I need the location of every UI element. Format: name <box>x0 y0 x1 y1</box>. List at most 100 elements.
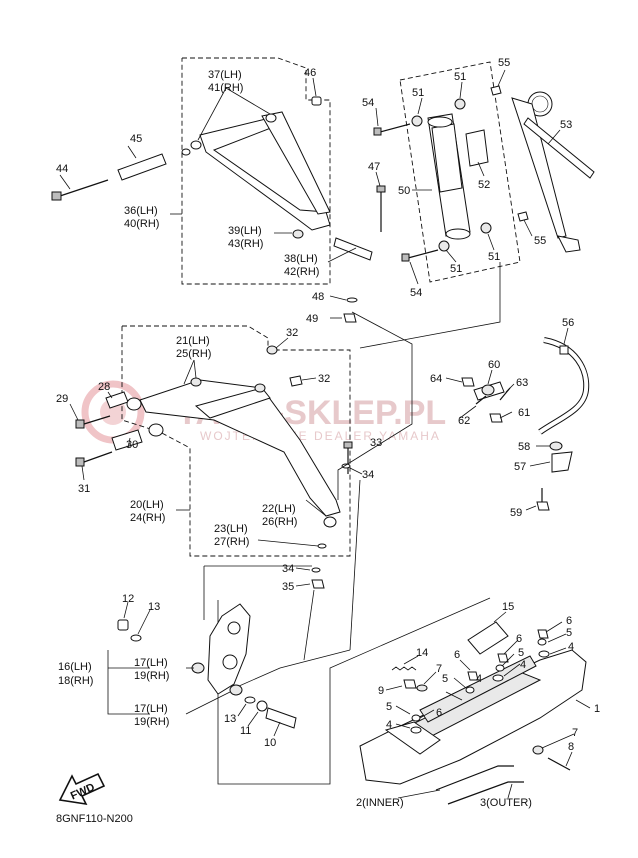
callout-53: 53 <box>560 119 572 131</box>
spindle-hole-lower <box>222 654 238 670</box>
washer-4-center <box>492 674 504 682</box>
callout-29: 29 <box>56 393 68 405</box>
nut-32-lower <box>289 375 303 387</box>
callout-10: 10 <box>264 737 276 749</box>
nut-55-bottom <box>517 211 529 222</box>
callout-48: 48 <box>312 291 324 303</box>
bolt-8 <box>547 757 571 771</box>
shock-label-52 <box>465 129 489 167</box>
nut-64 <box>461 377 475 387</box>
callout-6a: 6 <box>454 649 460 661</box>
callout-41: 41(RH) <box>208 82 243 94</box>
bushing-51-top-left <box>411 115 423 127</box>
callout-4c: 4 <box>568 641 574 653</box>
reference-lines <box>203 262 501 785</box>
bushing-17-lower <box>229 684 243 696</box>
callout-8: 8 <box>568 741 574 753</box>
callout-63: 63 <box>516 377 528 389</box>
bushing-51-bottom-right <box>480 222 492 234</box>
washer-4-right <box>538 650 550 658</box>
nut-6-left <box>467 671 479 681</box>
shock-group <box>373 61 533 285</box>
collar-32-upper <box>266 345 278 355</box>
callout-51b: 51 <box>454 71 466 83</box>
callout-3: 3(OUTER) <box>480 797 532 809</box>
bushing-51-bottom-left <box>438 240 450 252</box>
diagram-code: 8GNF110-N200 <box>56 813 133 825</box>
wear-bar-2-inner <box>435 765 514 791</box>
bushing-41 <box>265 113 277 123</box>
fwd-arrow: FWD <box>58 772 106 806</box>
bolt-47-head <box>376 185 386 193</box>
callout-4a: 4 <box>476 673 482 685</box>
callout-55b: 55 <box>534 235 546 247</box>
callout-51c: 51 <box>450 263 462 275</box>
callout-42: 42(RH) <box>284 266 319 278</box>
bolt-54-top <box>379 123 411 133</box>
washer-5-left <box>465 686 475 694</box>
bushing-21 <box>190 377 202 387</box>
circlip-23 <box>317 543 327 549</box>
ski-group <box>359 611 591 805</box>
callout-12: 12 <box>122 593 134 605</box>
callout-55a: 55 <box>498 57 510 69</box>
wear-bar-3-outer <box>447 781 524 805</box>
bushing-25 <box>254 383 266 393</box>
callout-37: 37(LH) <box>208 69 242 81</box>
bushing-12 <box>117 619 129 631</box>
upper-a-arm-rear-leg <box>261 111 331 215</box>
callout-25: 25(RH) <box>176 348 211 360</box>
callout-6c: 6 <box>566 615 572 627</box>
ball-joint-22 <box>323 516 337 528</box>
nut-6-center <box>497 653 509 663</box>
bolt-31 <box>83 451 113 463</box>
link-end-60 <box>481 384 495 396</box>
callout-59: 59 <box>510 507 522 519</box>
callout-5a: 5 <box>442 673 448 685</box>
callout-47: 47 <box>368 161 380 173</box>
callout-49: 49 <box>306 313 318 325</box>
callout-5d: 5 <box>386 701 392 713</box>
bolt-29-head <box>75 419 85 429</box>
collar-46 <box>311 96 322 106</box>
callout-35: 35 <box>282 581 294 593</box>
bolt-62 <box>475 395 487 405</box>
callout-7a: 7 <box>436 663 442 675</box>
callout-34a: 34 <box>362 469 374 481</box>
callout-58: 58 <box>518 441 530 453</box>
callout-20: 20(LH) <box>130 499 164 511</box>
callout-13b: 13 <box>224 713 236 725</box>
callout-9: 9 <box>378 685 384 697</box>
bolt-44-head <box>51 191 62 201</box>
callout-24: 24(RH) <box>130 512 165 524</box>
callout-32a: 32 <box>286 327 298 339</box>
callout-21: 21(LH) <box>176 335 210 347</box>
callout-40: 40(RH) <box>124 218 159 230</box>
callout-17a: 17(LH) <box>134 657 168 669</box>
callout-43: 43(RH) <box>228 238 263 250</box>
callout-1: 1 <box>594 703 600 715</box>
callout-50: 50 <box>398 185 410 197</box>
washer-4-lower <box>410 726 422 734</box>
bracket-57 <box>551 451 573 473</box>
callout-33: 33 <box>370 437 382 449</box>
washer-5-center <box>495 664 505 672</box>
bushing-51-top-right <box>454 98 466 110</box>
bushing-37 <box>190 140 202 150</box>
bolt-44-shaft <box>59 179 109 197</box>
callout-18: 18(RH) <box>58 675 93 687</box>
callout-51d: 51 <box>488 251 500 263</box>
nut-55-top <box>490 85 502 96</box>
pin-10 <box>265 707 297 729</box>
spring-14 <box>391 666 417 671</box>
callout-19a: 19(RH) <box>134 670 169 682</box>
callout-56: 56 <box>562 317 574 329</box>
callout-14: 14 <box>416 647 428 659</box>
callout-23: 23(LH) <box>214 523 248 535</box>
watermark-subtitle: WOJTEK ZONE DEALER YAMAHA <box>200 429 441 443</box>
cable-56-group <box>525 327 590 511</box>
callout-11: 11 <box>240 725 251 737</box>
nut-9 <box>403 679 417 689</box>
callout-22: 22(LH) <box>262 503 296 515</box>
